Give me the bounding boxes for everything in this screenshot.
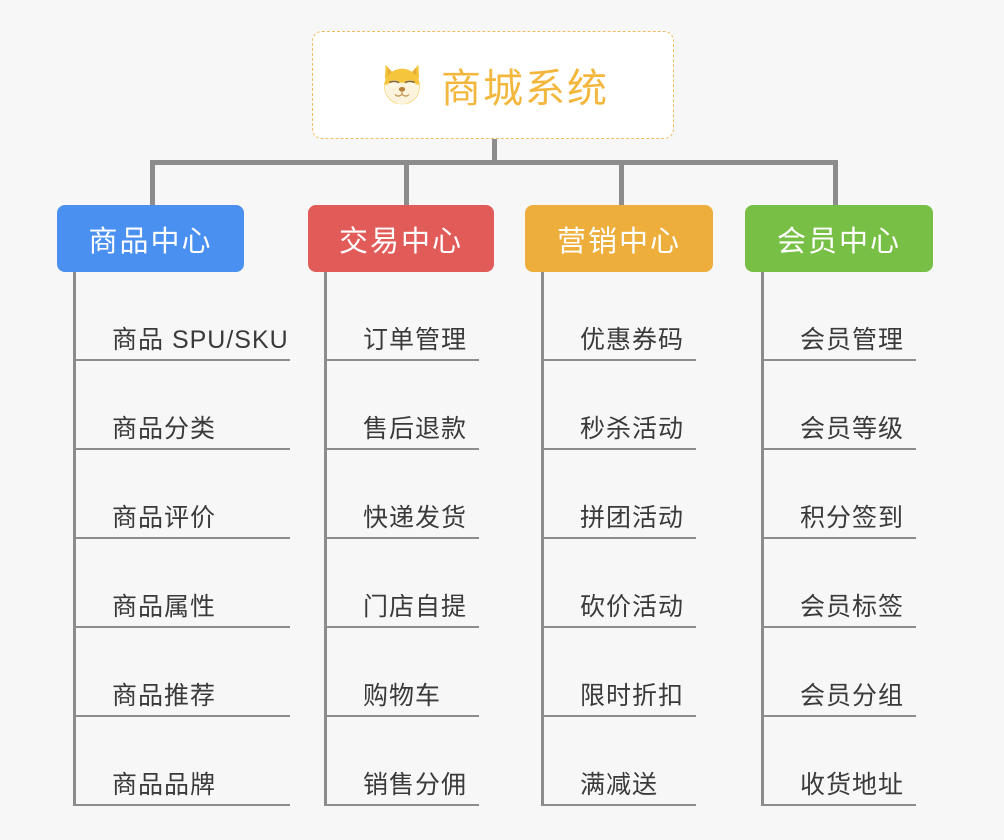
list-item-label: 商品品牌 [112, 770, 217, 799]
list-item-label: 会员标签 [800, 592, 905, 621]
connector-drop-4 [833, 160, 838, 205]
branch-item-list-member: 会员管理 会员等级 积分签到 会员标签 会员分组 收货地址 [761, 272, 945, 806]
branch-item-list-product: 商品 SPU/SKU 商品分类 商品评价 商品属性 商品推荐 商品品牌 [73, 272, 290, 806]
connector-bus [150, 160, 838, 165]
list-item-label: 订单管理 [363, 325, 468, 354]
list-item[interactable]: 会员管理 [764, 272, 916, 361]
list-item-label: 门店自提 [363, 592, 468, 621]
list-item-label: 商品推荐 [112, 681, 217, 710]
list-item[interactable]: 积分签到 [764, 450, 916, 539]
list-item-label: 商品分类 [112, 414, 217, 443]
list-item-label: 砍价活动 [580, 592, 685, 621]
branch-header-product[interactable]: 商品中心 [57, 205, 244, 272]
list-item[interactable]: 商品分类 [76, 361, 290, 450]
list-item[interactable]: 商品评价 [76, 450, 290, 539]
connector-drop-3 [619, 160, 624, 205]
list-item[interactable]: 订单管理 [327, 272, 479, 361]
list-item-label: 会员分组 [800, 681, 905, 710]
list-item-label: 商品 SPU/SKU [112, 325, 289, 354]
branch-header-label: 营销中心 [556, 225, 681, 258]
branch-column-product: 商品中心 商品 SPU/SKU 商品分类 商品评价 商品属性 商品推荐 [57, 205, 290, 806]
list-item-label: 限时折扣 [580, 681, 685, 710]
list-item[interactable]: 购物车 [327, 628, 479, 717]
branch-header-trade[interactable]: 交易中心 [308, 205, 494, 272]
list-item-label: 售后退款 [363, 414, 468, 443]
list-item[interactable]: 会员分组 [764, 628, 916, 717]
list-item[interactable]: 砍价活动 [544, 539, 696, 628]
list-item[interactable]: 售后退款 [327, 361, 479, 450]
list-item-label: 满减送 [580, 770, 659, 799]
list-item-label: 快递发货 [363, 503, 468, 532]
list-item[interactable]: 商品品牌 [76, 717, 290, 806]
list-item[interactable]: 商品属性 [76, 539, 290, 628]
branch-item-list-trade: 订单管理 售后退款 快递发货 门店自提 购物车 销售分佣 [324, 272, 510, 806]
list-item[interactable]: 快递发货 [327, 450, 479, 539]
connector-drop-1 [150, 160, 155, 205]
branch-column-marketing: 营销中心 优惠券码 秒杀活动 拼团活动 砍价活动 限时折扣 [525, 205, 725, 806]
branch-header-label: 交易中心 [338, 225, 463, 258]
branch-header-label: 商品中心 [88, 225, 213, 258]
root-title: 商城系统 [441, 67, 609, 111]
list-item[interactable]: 销售分佣 [327, 717, 479, 806]
list-item[interactable]: 商品推荐 [76, 628, 290, 717]
list-item[interactable]: 秒杀活动 [544, 361, 696, 450]
list-item-label: 会员管理 [800, 325, 905, 354]
root-node[interactable]: 商城系统 [312, 31, 674, 139]
list-item[interactable]: 限时折扣 [544, 628, 696, 717]
list-item-label: 商品属性 [112, 592, 217, 621]
list-item[interactable]: 门店自提 [327, 539, 479, 628]
shiba-dog-icon [377, 60, 427, 110]
list-item[interactable]: 收货地址 [764, 717, 916, 806]
branch-column-trade: 交易中心 订单管理 售后退款 快递发货 门店自提 购物车 [308, 205, 510, 806]
list-item-label: 积分签到 [800, 503, 905, 532]
list-item-label: 收货地址 [800, 770, 905, 799]
list-item-label: 商品评价 [112, 503, 217, 532]
list-item[interactable]: 满减送 [544, 717, 696, 806]
branch-header-marketing[interactable]: 营销中心 [525, 205, 713, 272]
list-item[interactable]: 优惠券码 [544, 272, 696, 361]
list-item[interactable]: 拼团活动 [544, 450, 696, 539]
connector-drop-2 [404, 160, 409, 205]
branch-column-member: 会员中心 会员管理 会员等级 积分签到 会员标签 会员分组 [745, 205, 945, 806]
branch-item-list-marketing: 优惠券码 秒杀活动 拼团活动 砍价活动 限时折扣 满减送 [541, 272, 725, 806]
branch-header-label: 会员中心 [776, 225, 901, 258]
list-item-label: 销售分佣 [363, 770, 468, 799]
list-item-label: 拼团活动 [580, 503, 685, 532]
branch-header-member[interactable]: 会员中心 [745, 205, 933, 272]
list-item[interactable]: 会员标签 [764, 539, 916, 628]
list-item-label: 购物车 [363, 681, 442, 710]
list-item-label: 优惠券码 [580, 325, 685, 354]
list-item[interactable]: 会员等级 [764, 361, 916, 450]
list-item-label: 秒杀活动 [580, 414, 685, 443]
list-item-label: 会员等级 [800, 414, 905, 443]
list-item[interactable]: 商品 SPU/SKU [76, 272, 290, 361]
connector-stem [492, 139, 497, 162]
